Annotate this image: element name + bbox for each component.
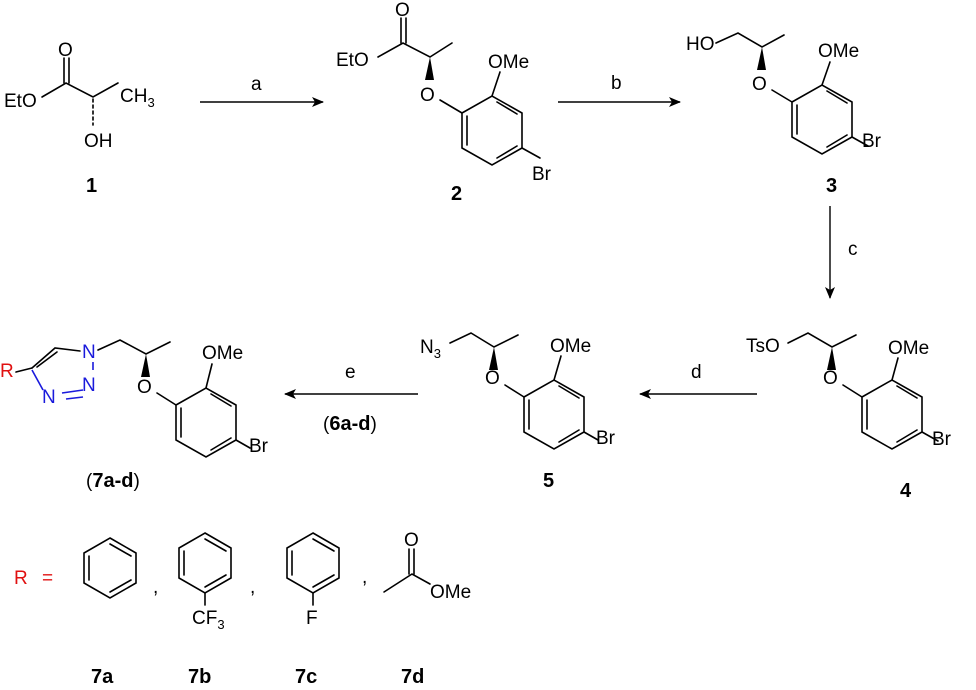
methyl-label: CH3 [120, 86, 155, 110]
hydroxyl-label: OH [84, 131, 113, 152]
step-a: a [200, 74, 324, 107]
alcohol-label: HO [686, 34, 715, 55]
r-group-label-7a: 7a [91, 666, 114, 688]
compound-number-1: 1 [86, 175, 97, 197]
r-group-7d: O OMe [383, 530, 471, 603]
step-label-e: e [345, 362, 356, 383]
r-group-label-7c: 7c [295, 666, 317, 688]
compound-3: HO O OMe Br 3 [686, 32, 882, 197]
ether-o-label: O [823, 368, 838, 389]
bromo-label: Br [532, 164, 552, 185]
step-label-a: a [251, 74, 262, 95]
cf3-label: CF3 [192, 608, 225, 632]
r-substituent-label: R [0, 361, 14, 382]
step-label-b: b [611, 73, 622, 94]
ester-ome-label: OMe [430, 582, 471, 603]
compound-number-3: 3 [826, 175, 837, 197]
compound-number-4: 4 [900, 480, 912, 502]
r-group-definitions: R = , CF3 , F , O OMe [14, 530, 471, 688]
compound-7: R N N N O OMe Br (7a-d) [0, 339, 269, 492]
compound-4: TsO O OMe Br 4 [746, 332, 952, 502]
bromo-label: Br [249, 436, 269, 457]
compound-number-2: 2 [451, 183, 462, 205]
compound-number-7: (7a-d) [86, 470, 140, 492]
r-group-7c: F [286, 532, 340, 629]
r-group-7a [83, 537, 137, 599]
methoxy-label: OMe [550, 336, 591, 357]
fluoro-label: F [306, 608, 318, 629]
methoxy-label: OMe [818, 41, 859, 62]
compound-2: O EtO O OMe Br 2 [336, 0, 552, 205]
triazole-n3-label: N [42, 387, 56, 408]
ether-o-label: O [137, 377, 152, 398]
carbonyl-o-label: O [58, 40, 73, 61]
methoxy-label: OMe [488, 52, 529, 73]
compound-5: N3 O OMe Br 5 [420, 332, 616, 492]
ester-label: EtO [336, 50, 369, 71]
tosylate-label: TsO [746, 336, 780, 357]
step-c: c [825, 206, 858, 299]
step-reagent-e: (6a-d) [323, 413, 377, 435]
ether-o-label: O [752, 74, 767, 95]
r-equals-label: = [42, 568, 53, 589]
compound-1: O EtO CH3 OH 1 [4, 40, 155, 197]
r-separator: , [153, 577, 158, 598]
ether-o-label: O [485, 368, 500, 389]
azide-label: N3 [420, 337, 441, 361]
ester-carbonyl-o-label: O [404, 530, 419, 551]
bromo-label: Br [932, 429, 952, 450]
step-label-d: d [691, 362, 702, 383]
step-label-c: c [848, 239, 858, 260]
r-separator: , [362, 567, 367, 588]
step-d: d [639, 362, 757, 399]
r-group-label-7b: 7b [188, 666, 211, 688]
ester-label: EtO [4, 91, 37, 112]
bromo-label: Br [862, 131, 882, 152]
triazole-n1-label: N [82, 342, 96, 363]
ether-o-label: O [420, 85, 435, 106]
methoxy-label: OMe [202, 343, 243, 364]
triazole-n2-label: N [82, 375, 96, 396]
methoxy-label: OMe [888, 338, 929, 359]
compound-number-5: 5 [543, 470, 554, 492]
carbonyl-o-label: O [395, 0, 410, 21]
r-prefix-label: R [14, 568, 28, 589]
r-group-7b: CF3 [178, 532, 232, 632]
r-separator: , [250, 577, 255, 598]
step-b: b [558, 73, 681, 107]
bromo-label: Br [596, 428, 616, 449]
step-e: e (6a-d) [284, 362, 418, 435]
r-group-label-7d: 7d [401, 666, 424, 688]
